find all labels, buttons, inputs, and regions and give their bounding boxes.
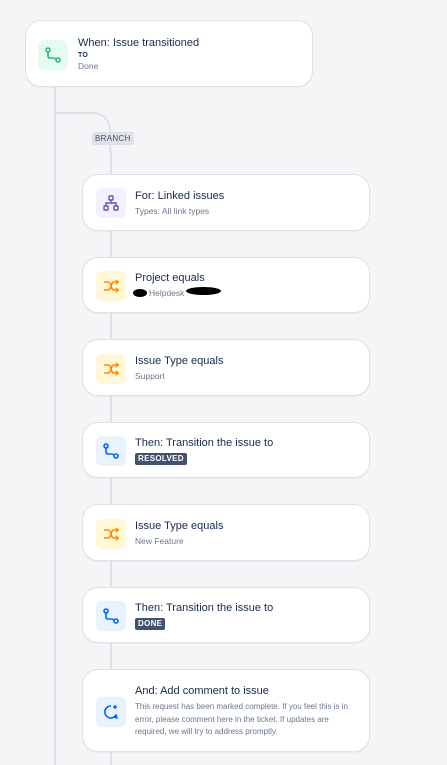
trigger-card[interactable]: When: Issue transitioned TO Done (25, 20, 313, 87)
hierarchy-icon (103, 195, 119, 211)
status-lozenge: RESOLVED (135, 453, 187, 465)
step-subtitle: New Feature (135, 536, 184, 546)
status-lozenge: DONE (135, 618, 166, 630)
shuffle-icon (104, 362, 120, 376)
comment-body: This request has been marked complete. I… (135, 702, 348, 736)
step-title: Then: Transition the issue to (135, 602, 274, 614)
condition-icon-box (96, 271, 126, 301)
transition-icon (45, 47, 61, 63)
shuffle-icon (104, 527, 120, 541)
condition-issue-type-card[interactable]: Issue Type equals Support (82, 339, 370, 396)
action-icon-box (96, 601, 126, 631)
step-title: Project equals (135, 272, 205, 284)
branch-label: BRANCH (92, 132, 134, 145)
action-icon-box (96, 697, 126, 727)
condition-icon-box (96, 519, 126, 549)
trigger-to-value: Done (78, 61, 99, 71)
redaction-mark (133, 289, 147, 297)
trigger-connector-line (54, 86, 56, 765)
action-add-comment-card[interactable]: And: Add comment to issue This request h… (82, 669, 370, 752)
redaction-mark (186, 287, 221, 295)
shuffle-icon (104, 279, 120, 293)
condition-icon-box (96, 354, 126, 384)
condition-issue-type-card[interactable]: Issue Type equals New Feature (82, 504, 370, 561)
step-title: For: Linked issues (135, 190, 225, 202)
action-icon-box (96, 436, 126, 466)
action-transition-resolved-card[interactable]: Then: Transition the issue to RESOLVED (82, 422, 370, 478)
step-title: Issue Type equals (135, 355, 224, 367)
trigger-icon-box (38, 40, 68, 70)
branch-linked-issues-card[interactable]: For: Linked issues Types: All link types (82, 174, 370, 231)
step-title: And: Add comment to issue (135, 685, 269, 697)
step-subtitle: Support (135, 371, 165, 381)
transition-icon (103, 443, 119, 459)
step-subtitle: Helpdesk (149, 288, 185, 298)
trigger-to-label: TO (78, 52, 88, 59)
transition-icon (103, 608, 119, 624)
comment-icon (104, 705, 118, 719)
branch-icon-box (96, 188, 126, 218)
step-title: Issue Type equals (135, 520, 224, 532)
trigger-title: When: Issue transitioned (78, 37, 200, 49)
action-transition-done-card[interactable]: Then: Transition the issue to DONE (82, 587, 370, 643)
condition-project-card[interactable]: Project equals Helpdesk (82, 257, 370, 313)
step-subtitle: Types: All link types (135, 206, 210, 216)
step-title: Then: Transition the issue to (135, 437, 274, 449)
